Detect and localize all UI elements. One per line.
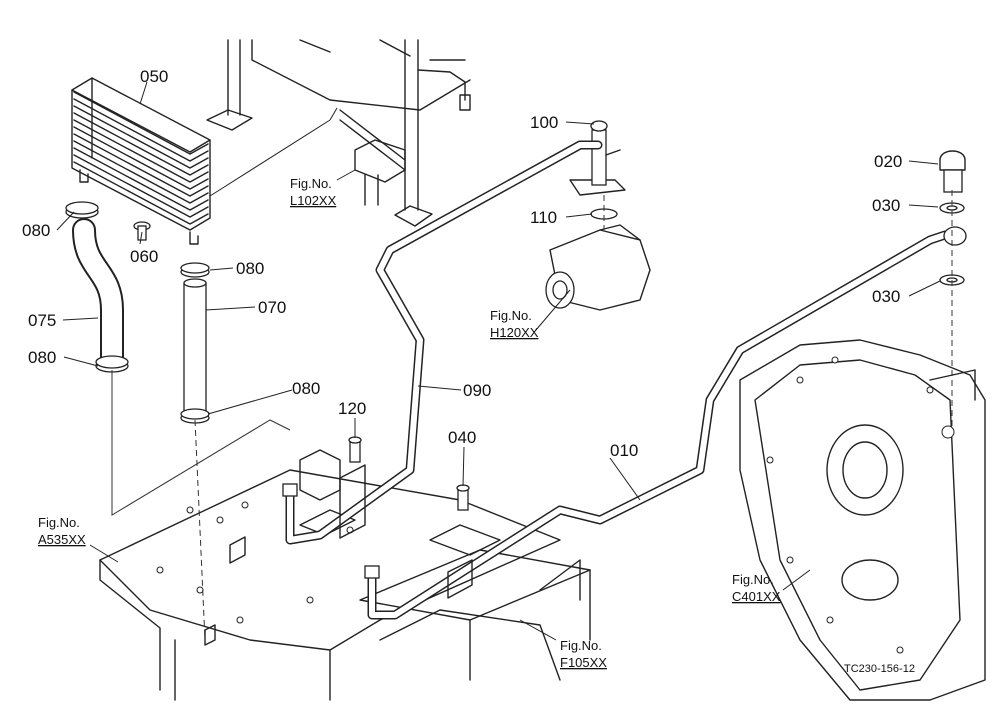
drawing-code: TC230-156-12 bbox=[844, 663, 915, 675]
part-label-110: 110 bbox=[530, 208, 557, 227]
figref-f105-prefix: Fig.No. bbox=[560, 638, 602, 653]
bolt-060 bbox=[133, 221, 151, 241]
deck-plate bbox=[99, 469, 561, 701]
transmission-case bbox=[739, 339, 986, 701]
part-label-010: 010 bbox=[610, 441, 638, 460]
part-label-070: 070 bbox=[258, 298, 286, 317]
part-label-090: 090 bbox=[463, 381, 491, 400]
cooler-fin bbox=[73, 133, 209, 197]
hose-075 bbox=[72, 218, 124, 372]
cooler-fin bbox=[73, 126, 209, 190]
part-label-120: 120 bbox=[338, 399, 366, 418]
part-labels: 050 080 060 080 070 075 080 080 090 120 … bbox=[22, 67, 902, 460]
part-label-030: 030 bbox=[872, 287, 900, 306]
figref-h120-prefix: Fig.No. bbox=[490, 308, 532, 323]
oil-cooler bbox=[71, 77, 211, 245]
pipe-090 bbox=[285, 140, 603, 545]
cooler-fin bbox=[73, 98, 209, 162]
lower-frame bbox=[299, 449, 591, 681]
clamps bbox=[65, 201, 210, 424]
cooler-fin bbox=[73, 154, 209, 218]
part-label-050: 050 bbox=[140, 67, 168, 86]
part-label-030: 030 bbox=[872, 196, 900, 215]
part-label-075: 075 bbox=[28, 311, 56, 330]
figref-a535-prefix: Fig.No. bbox=[38, 515, 80, 530]
figref-l102-prefix: Fig.No. bbox=[290, 176, 332, 191]
part-label-080: 080 bbox=[292, 379, 320, 398]
figure-refs: Fig.No. L102XX Fig.No. H120XX Fig.No. A5… bbox=[38, 176, 781, 670]
figref-h120-code: H120XX bbox=[490, 325, 539, 340]
part-label-020: 020 bbox=[874, 152, 902, 171]
figref-f105-code: F105XX bbox=[560, 655, 607, 670]
hose-070 bbox=[183, 278, 207, 414]
figref-l102-code: L102XX bbox=[290, 193, 337, 208]
part-label-060: 060 bbox=[130, 247, 158, 266]
part-label-040: 040 bbox=[448, 428, 476, 447]
cooler-fin bbox=[73, 91, 209, 155]
cooler-fin bbox=[73, 140, 209, 204]
figref-a535-code: A535XX bbox=[38, 532, 86, 547]
leader-lines bbox=[56, 81, 941, 641]
part-label-080: 080 bbox=[28, 348, 56, 367]
alignment-lines bbox=[111, 190, 953, 641]
figref-c401-code: C401XX bbox=[732, 589, 781, 604]
cooler-fin bbox=[73, 112, 209, 176]
cooler-fin bbox=[73, 161, 209, 225]
part-label-080: 080 bbox=[22, 221, 50, 240]
cooler-fin bbox=[73, 119, 209, 183]
cooler-fin bbox=[73, 105, 209, 169]
part-label-080: 080 bbox=[236, 259, 264, 278]
part-label-100: 100 bbox=[530, 113, 558, 132]
figref-c401-prefix: Fig.No. bbox=[732, 572, 774, 587]
upper-frame bbox=[206, 39, 471, 227]
banjo-bolt-assembly bbox=[939, 150, 967, 286]
pipe-010 bbox=[282, 230, 950, 620]
cooler-fin bbox=[73, 147, 209, 211]
